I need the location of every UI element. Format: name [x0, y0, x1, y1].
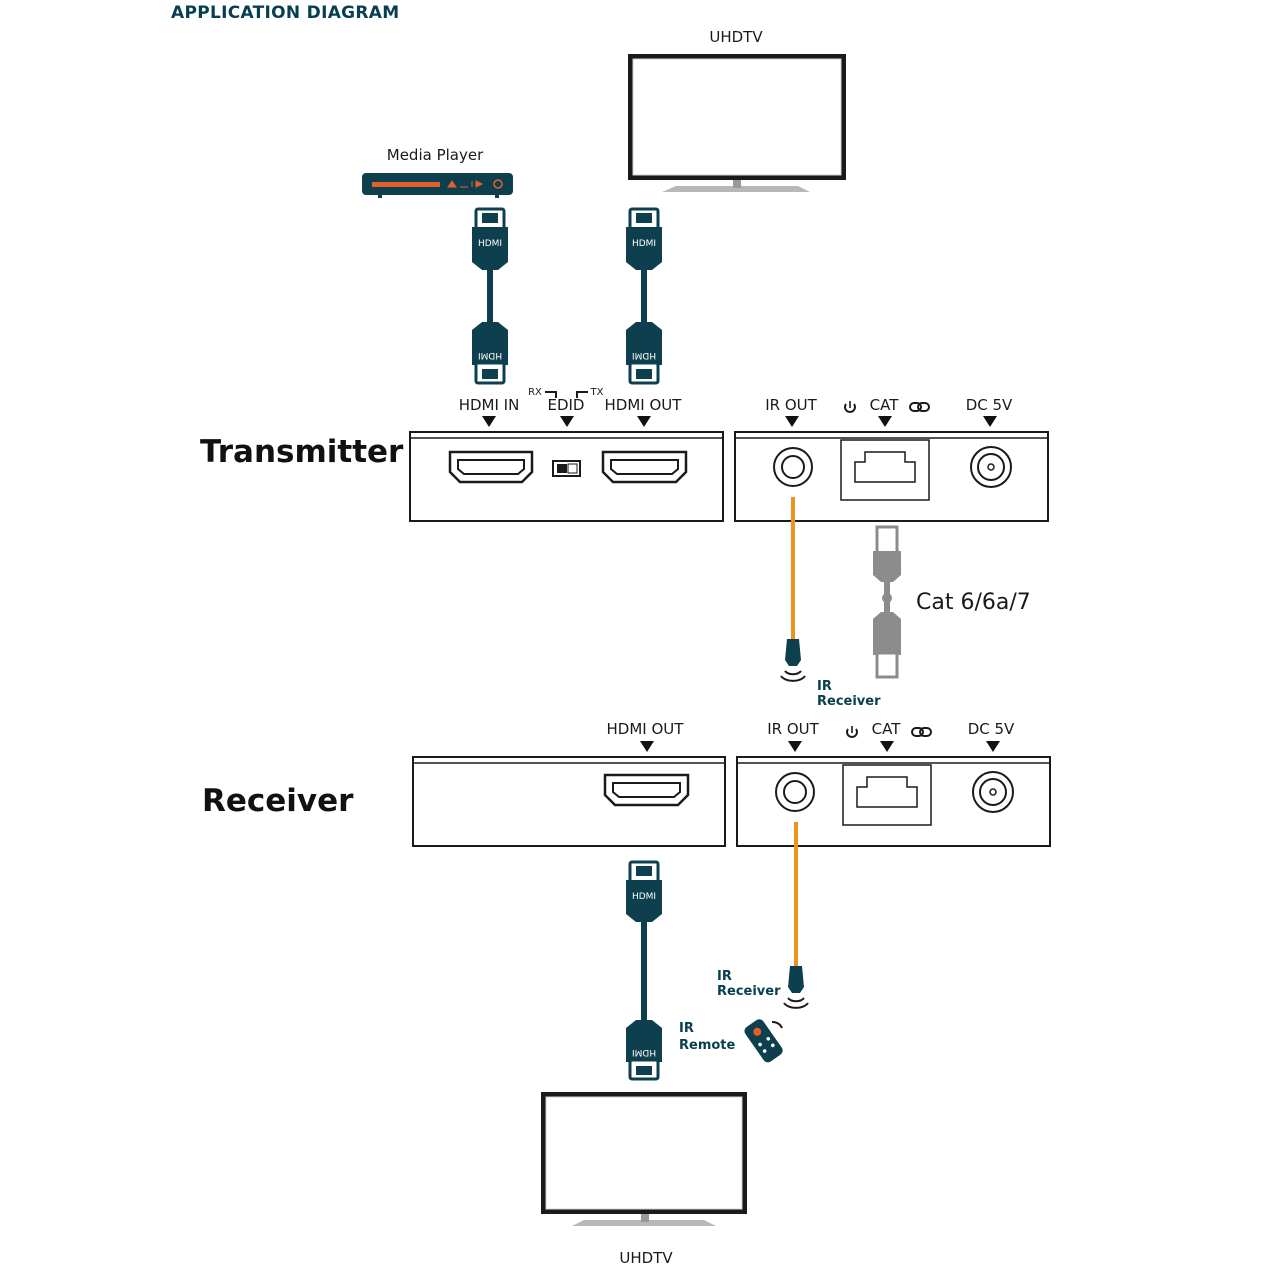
- ir-receiver-head: [785, 639, 801, 666]
- arrow-down-icon: [788, 741, 802, 752]
- hdmi-plug: [626, 322, 662, 365]
- rx-ir-out-label: IR OUT: [767, 720, 819, 738]
- media-player-controls-icon: [447, 180, 484, 188]
- hdmi-plug-text: HDMI: [632, 239, 656, 249]
- rx-dc-port[interactable]: [972, 771, 1014, 813]
- hdmi-plug: [626, 1020, 662, 1062]
- cat-cable-label: Cat 6/6a/7: [916, 590, 1031, 615]
- tx-edid-switch[interactable]: [552, 460, 581, 477]
- tx-hdmi-out-port[interactable]: [601, 450, 688, 484]
- hdmi-cable-rx-to-bottom-tv: HDMI HDMI: [626, 860, 662, 1081]
- receiver-title: Receiver: [202, 783, 354, 819]
- bottom-tv-stand: [572, 1220, 716, 1226]
- tx-cat-port[interactable]: [840, 439, 930, 501]
- arrow-down-icon: [983, 416, 997, 427]
- transmitter-rear-panel: [734, 431, 1049, 522]
- hdmi-cable-player-to-tx: HDMI HDMI: [472, 207, 508, 385]
- tx-edid-rx-label: RX: [528, 387, 542, 398]
- tx-edid-tx-label: TX: [590, 387, 604, 398]
- rx-ir-receiver-cable: [783, 822, 809, 1009]
- cat-cable: [873, 525, 901, 679]
- tx-dc-port[interactable]: [970, 446, 1012, 488]
- ir-remote-label-line1: IR: [679, 1021, 694, 1036]
- hdmi-cable-wire: [641, 270, 647, 322]
- top-tv-screen: [632, 58, 842, 176]
- hdmi-cable-wire: [641, 922, 647, 1020]
- arrow-down-icon: [880, 741, 894, 752]
- hdmi-plug-text: HDMI: [478, 350, 502, 360]
- hdmi-cable-wire: [487, 270, 493, 322]
- bottom-tv-screen: [545, 1096, 743, 1210]
- tx-ir-out-port[interactable]: [773, 447, 813, 487]
- bottom-uhdtv: UHDTV: [541, 1092, 747, 1267]
- tx-edid-label: EDID: [547, 396, 584, 414]
- tx-ir-receiver-label-line2: Receiver: [817, 694, 881, 709]
- power-icon: [846, 726, 858, 738]
- rx-cat-port[interactable]: [842, 764, 932, 826]
- hdmi-plug-text: HDMI: [632, 1047, 656, 1057]
- tx-ir-receiver-label-line1: IR: [817, 679, 832, 694]
- arrow-down-icon: [878, 416, 892, 427]
- hdmi-plug-text: HDMI: [632, 892, 656, 902]
- rx-cat-label: CAT: [872, 720, 902, 738]
- bottom-uhdtv-label: UHDTV: [619, 1249, 673, 1267]
- hdmi-cable-tx-to-top-tv: HDMI HDMI: [626, 207, 662, 385]
- ir-remote-label-line2: Remote: [679, 1038, 736, 1053]
- ir-receiver-head: [788, 966, 804, 993]
- hdmi-plug-text: HDMI: [478, 239, 502, 249]
- media-player-label: Media Player: [387, 146, 484, 164]
- link-icon: [909, 402, 930, 412]
- hdmi-plug: [472, 322, 508, 365]
- receiver-front-panel: [412, 756, 726, 847]
- arrow-down-icon: [986, 741, 1000, 752]
- tx-dc-label: DC 5V: [966, 396, 1013, 414]
- rx-ir-receiver-label-line2: Receiver: [717, 984, 781, 999]
- tx-hdmi-out-label: HDMI OUT: [605, 396, 683, 414]
- hdmi-plug-text: HDMI: [632, 350, 656, 360]
- rx-ir-receiver-label-line1: IR: [717, 969, 732, 984]
- arrow-down-icon: [482, 416, 496, 427]
- ir-signal-icon: [771, 1020, 783, 1029]
- rx-hdmi-out-label: HDMI OUT: [607, 720, 685, 738]
- media-player: Media Player: [362, 146, 513, 198]
- arrow-down-icon: [560, 416, 574, 427]
- arrow-down-icon: [637, 416, 651, 427]
- tx-hdmi-in-label: HDMI IN: [459, 396, 520, 414]
- link-icon: [911, 727, 932, 737]
- arrow-down-icon: [785, 416, 799, 427]
- tx-ir-receiver-cable: [780, 497, 806, 682]
- top-tv-stand: [662, 186, 810, 192]
- receiver-rear-panel: [736, 756, 1051, 847]
- ir-signal-icon: [787, 997, 805, 1003]
- transmitter-front-panel: [409, 431, 724, 522]
- hdmi-plug: [626, 880, 662, 922]
- tx-hdmi-in-port[interactable]: [448, 450, 534, 484]
- power-icon: [844, 401, 856, 413]
- top-uhdtv-label: UHDTV: [709, 28, 763, 46]
- media-player-strip: [372, 182, 440, 187]
- media-player-power-icon: [493, 179, 503, 189]
- hdmi-plug: [626, 227, 662, 270]
- rx-hdmi-out-port[interactable]: [603, 773, 690, 807]
- ir-signal-icon: [784, 670, 802, 676]
- tx-cat-label: CAT: [870, 396, 900, 414]
- diagram-title: APPLICATION DIAGRAM: [171, 3, 399, 23]
- rx-ir-out-port[interactable]: [775, 772, 815, 812]
- top-uhdtv: UHDTV: [628, 28, 846, 192]
- hdmi-plug: [472, 227, 508, 270]
- ir-remote-icon: [744, 1019, 783, 1063]
- arrow-down-icon: [640, 741, 654, 752]
- tx-ir-out-label: IR OUT: [765, 396, 817, 414]
- rx-dc-label: DC 5V: [968, 720, 1015, 738]
- transmitter-title: Transmitter: [200, 434, 404, 470]
